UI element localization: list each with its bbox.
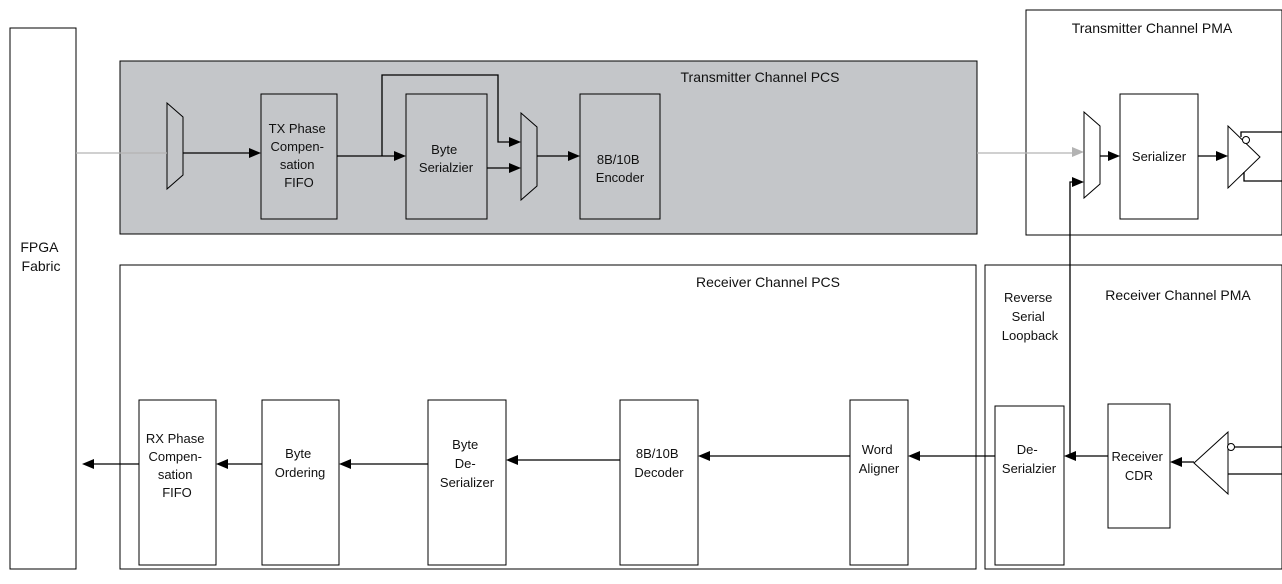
encoder-8b10b-block — [579, 93, 661, 220]
deserializer-block — [994, 405, 1065, 566]
serializer-block — [1119, 93, 1199, 220]
decoder-arrowhead — [698, 451, 710, 461]
fpga-fabric-box — [9, 27, 77, 570]
rx-pcs-title: Receiver Channel PCS — [696, 274, 840, 290]
word-aligner-arrowhead — [908, 451, 920, 461]
rx-phase-comp-fifo-block — [138, 399, 217, 566]
loopback-arrowhead — [1072, 177, 1084, 187]
byte-deserializer-label: Byte De- Serializer — [440, 437, 495, 490]
tx-phase-comp-fifo-label: TX Phase Compen- sation FIFO — [269, 121, 330, 190]
byte-serializer-mux-arrowhead — [509, 163, 521, 173]
tx-output-n-wire — [1243, 172, 1282, 182]
byte-serializer-label: Byte Serialzier — [419, 142, 474, 175]
decoder-8b10b-block — [619, 399, 699, 566]
tx-pma-title: Transmitter Channel PMA — [1072, 20, 1233, 36]
rx-phase-comp-fifo-label: RX Phase Compen- sation FIFO — [146, 431, 208, 500]
serializer-label: Serializer — [1132, 149, 1187, 164]
byte-ordering-arrowhead — [339, 459, 351, 469]
rx-input-buffer — [1193, 430, 1229, 496]
tx-pma-mux — [1083, 110, 1101, 200]
receiver-cdr-label: Receiver CDR — [1112, 449, 1167, 483]
bypass-arrowhead — [509, 137, 521, 147]
serializer-arrowhead — [1108, 151, 1120, 161]
rx-pma-title: Receiver Channel PMA — [1105, 287, 1251, 303]
rx-pcs-box — [119, 264, 977, 570]
word-aligner-label: Word Aligner — [859, 442, 900, 476]
tx-encoder-mux — [520, 111, 538, 202]
byte-deserializer-block — [427, 399, 507, 566]
byte-serializer-block — [405, 93, 488, 220]
reverse-serial-loopback-label: Reverse Serial Loopback — [1002, 290, 1059, 343]
byte-serializer-arrowhead — [394, 151, 406, 161]
byte-ordering-label: Byte Ordering — [275, 446, 326, 480]
encoder-8b10b-label: 8B/10B Encoder — [596, 152, 645, 185]
driver-arrowhead — [1216, 151, 1228, 161]
byte-ordering-block — [261, 399, 340, 566]
byte-serializer-bypass-wire — [381, 74, 509, 156]
receiver-cdr-block — [1107, 403, 1171, 529]
fpga-arrowhead — [82, 459, 94, 469]
rx-buffer-inverter-bubble — [1227, 443, 1235, 451]
decoder-8b10b-label: 8B/10B Decoder — [634, 446, 684, 480]
cdr-arrowhead — [1170, 457, 1182, 467]
reverse-serial-loopback-wire — [1069, 181, 1072, 456]
tx-driver-inverter-bubble — [1242, 136, 1250, 144]
tx-output-p-wire — [1240, 131, 1282, 137]
tx-pcs-box — [119, 60, 978, 235]
tx-pma-mux-arrowhead — [1072, 147, 1084, 157]
deserializer-arrowhead — [1064, 451, 1076, 461]
fpga-fabric-label: FPGA Fabric — [20, 239, 61, 274]
tx-fifo-arrowhead — [249, 148, 261, 158]
rx-fifo-arrowhead — [216, 459, 228, 469]
deserializer-label: De- Serialzier — [1002, 442, 1057, 476]
tx-phase-comp-fifo-block — [260, 93, 338, 220]
tx-pcs-title: Transmitter Channel PCS — [681, 69, 840, 85]
tx-input-mux — [166, 101, 184, 191]
word-aligner-block — [849, 399, 909, 566]
encoder-arrowhead — [568, 151, 580, 161]
byte-deserializer-arrowhead — [506, 455, 518, 465]
